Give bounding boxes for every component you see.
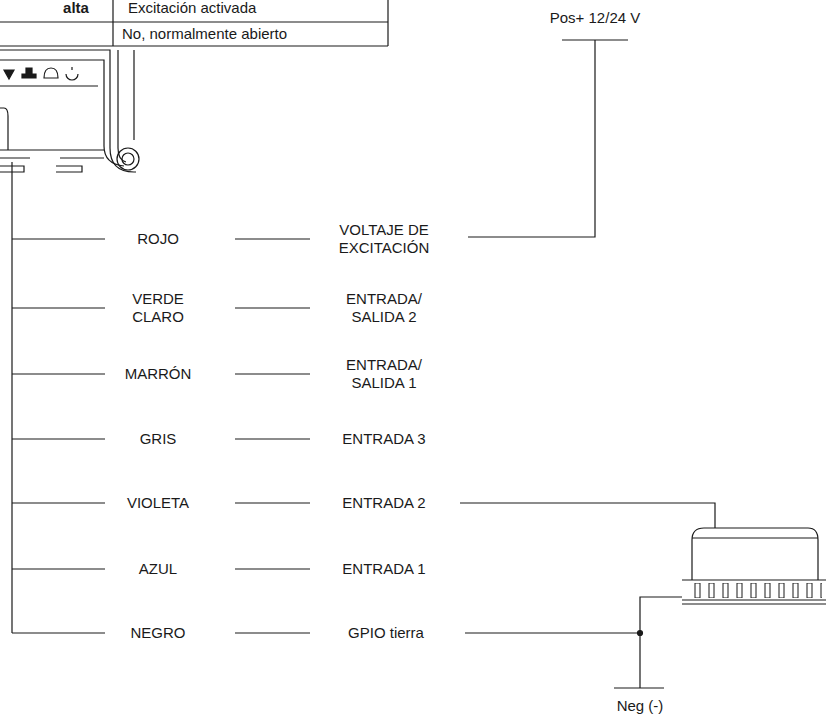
wire-color: ROJO [137, 230, 179, 248]
table-cell: No, normalmente abierto [122, 25, 287, 43]
sensor-device [682, 528, 826, 604]
signal-name: VOLTAJE DE EXCITACIÓN [336, 221, 432, 257]
cable-wires [12, 172, 310, 633]
ground-wire [465, 597, 682, 688]
ground-label: Neg (-) [617, 697, 664, 715]
signal-name: ENTRADA 2 [342, 494, 425, 512]
wire-color: NEGRO [130, 624, 185, 642]
supply-label: Pos+ 12/24 V [550, 9, 640, 27]
wire-color: AZUL [139, 560, 177, 578]
power-wire [468, 40, 628, 237]
table-cell: Excitación activada [128, 0, 256, 17]
signal-name: ENTRADA 1 [342, 560, 425, 578]
signal-name: ENTRADA 3 [342, 430, 425, 448]
device-housing [0, 50, 139, 172]
wire-color: GRIS [140, 430, 177, 448]
table-grid [0, 0, 388, 46]
input-wire [460, 503, 715, 528]
wire-color: VERDE CLARO [126, 290, 190, 326]
signal-name: ENTRADA/ SALIDA 2 [344, 290, 424, 326]
signal-name: GPIO tierra [348, 624, 424, 642]
wire-color: VIOLETA [127, 494, 189, 512]
wire-color: MARRÓN [125, 365, 192, 383]
signal-name: ENTRADA/ SALIDA 1 [344, 356, 424, 392]
table-cell: alta [63, 0, 89, 17]
